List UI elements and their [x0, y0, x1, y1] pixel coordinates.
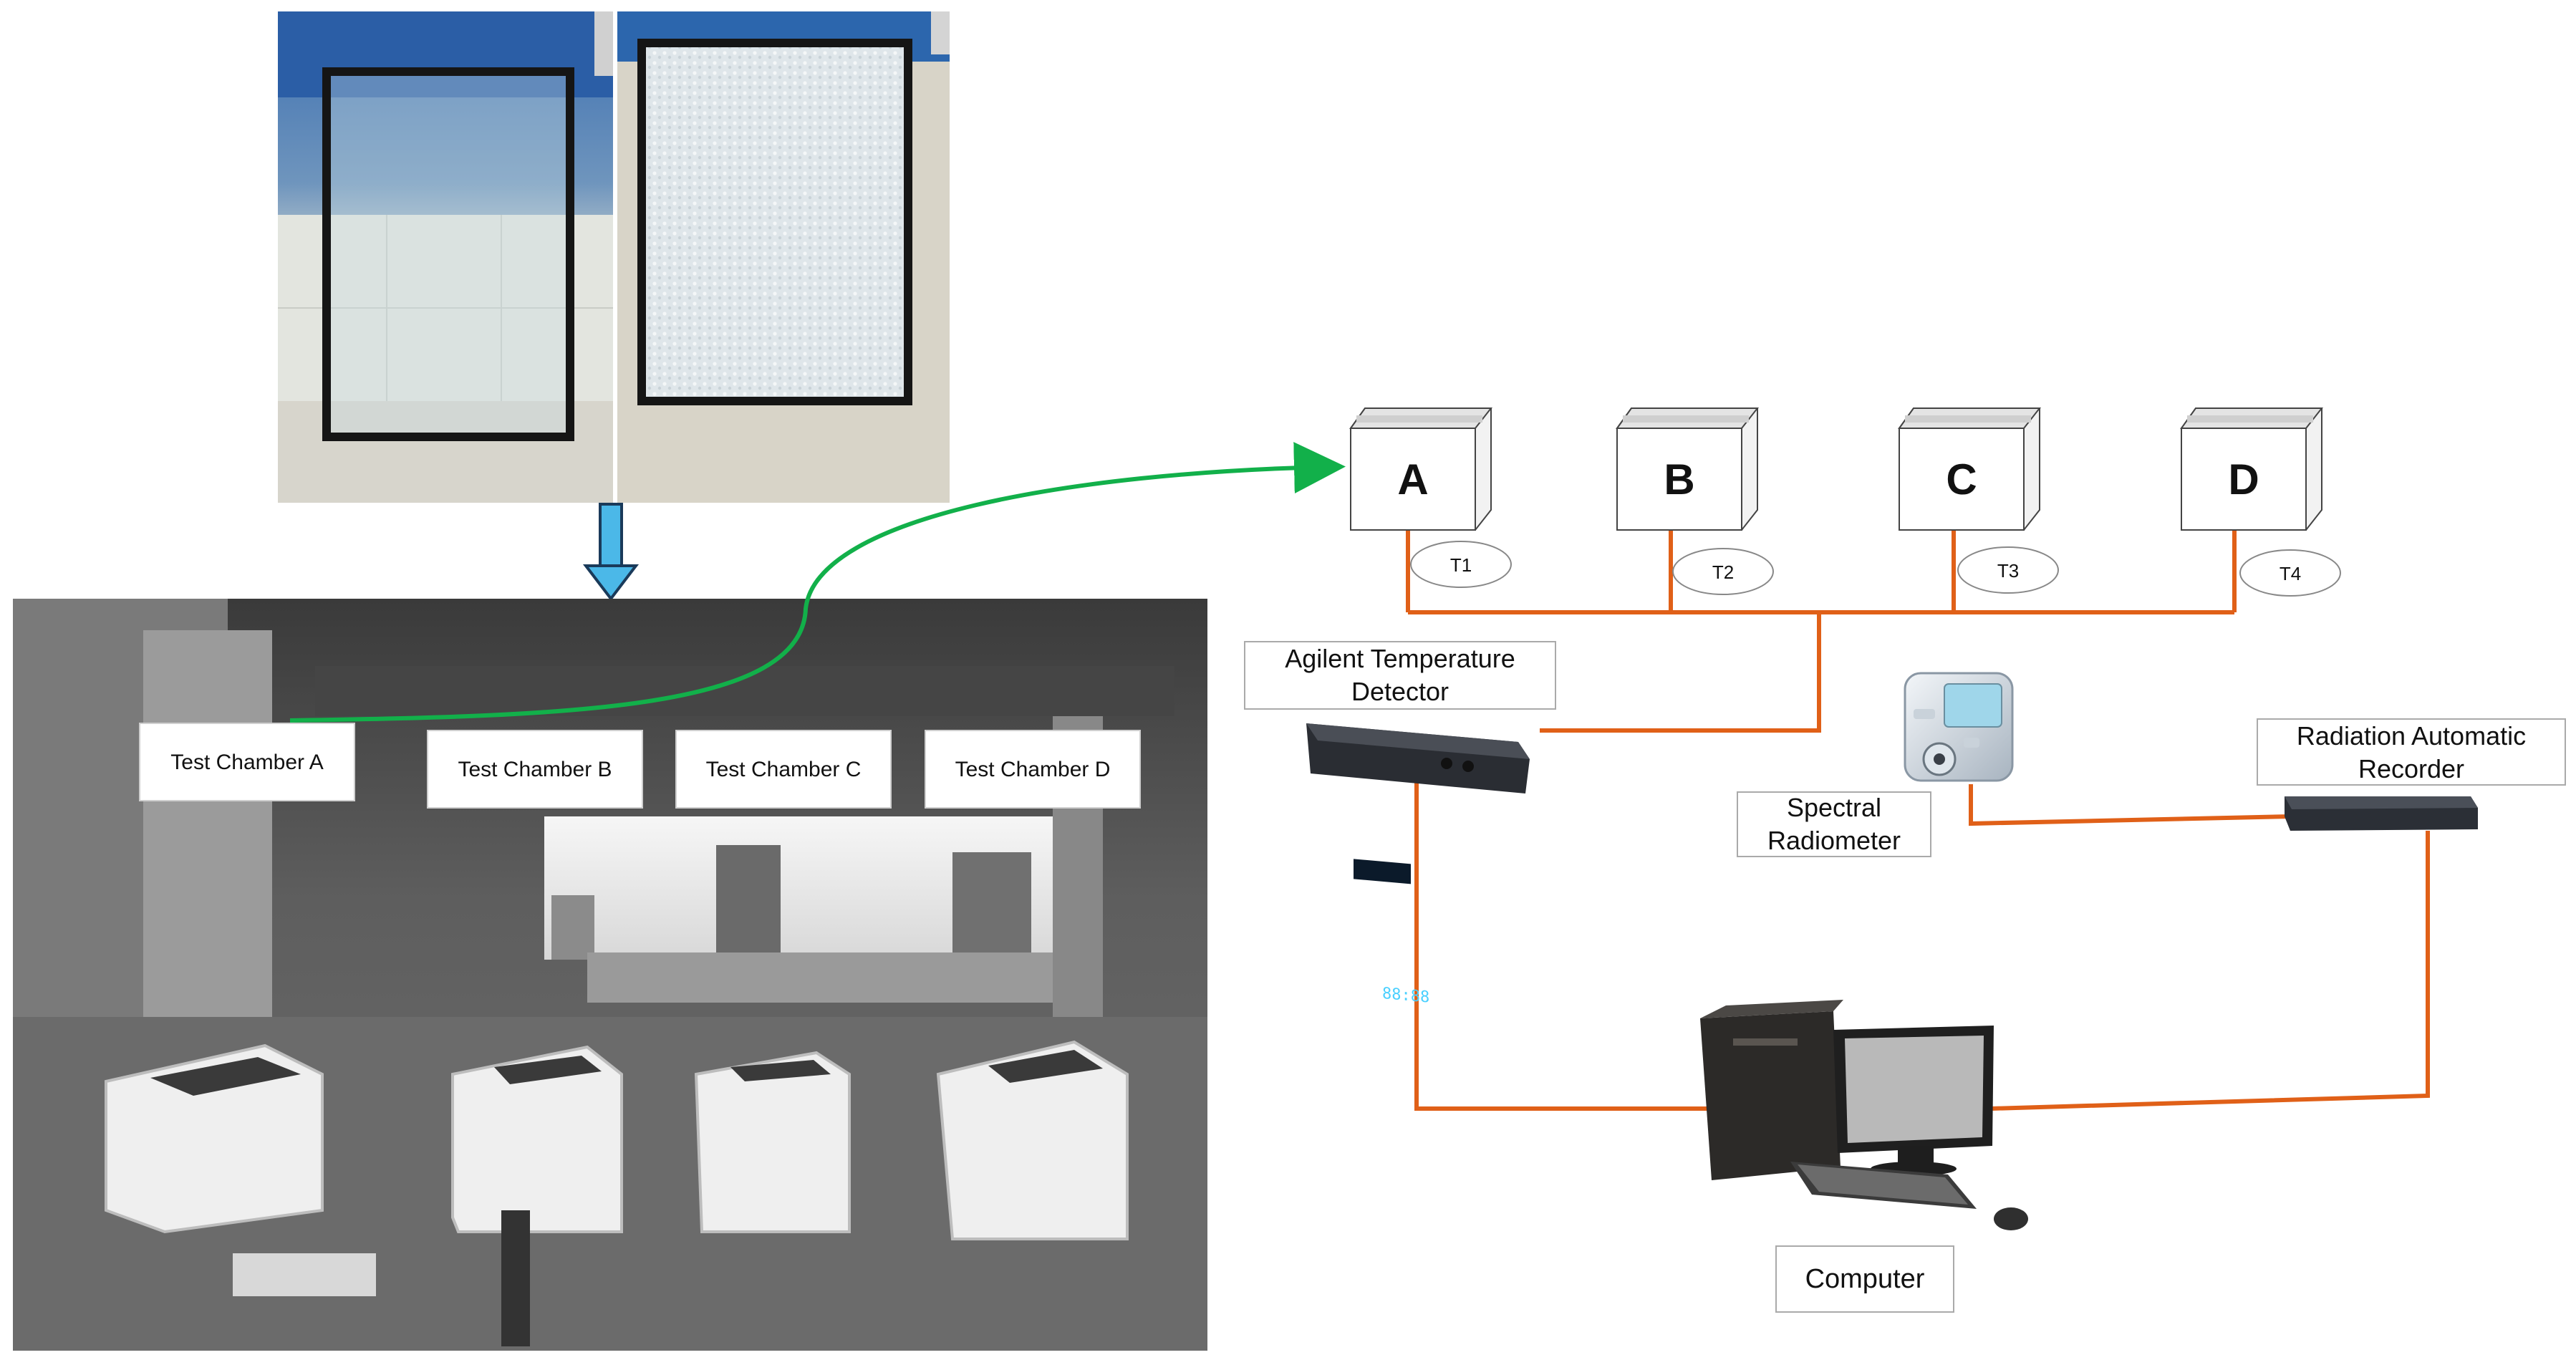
- svg-text:Radiometer: Radiometer: [1767, 826, 1901, 855]
- svg-text:88:88: 88:88: [1382, 985, 1429, 1007]
- test-box-b: B: [1616, 407, 1760, 531]
- svg-text:B: B: [1664, 455, 1694, 503]
- sensor-t2: T2: [1672, 548, 1774, 595]
- svg-text:T4: T4: [2280, 563, 2301, 584]
- thick-down-arrow-icon: [582, 503, 640, 602]
- test-box-c: C: [1898, 407, 2042, 531]
- recorder-box-icon: [2285, 796, 2478, 831]
- chamber-box-photo: [105, 1040, 1129, 1240]
- chamber-label-d: Test Chamber D: [925, 730, 1141, 809]
- svg-text:T3: T3: [1997, 560, 2019, 582]
- svg-text:Radiation Automatic: Radiation Automatic: [2297, 721, 2526, 751]
- wiring: [1406, 529, 2430, 1111]
- test-box-d: D: [2180, 407, 2324, 531]
- curved-arrow-icon: [289, 442, 1346, 723]
- agilent-label: Agilent Temperature Detector: [1244, 641, 1556, 710]
- radiation-label: Radiation Automatic Recorder: [2257, 718, 2566, 786]
- spectral-label: Spectral Radiometer: [1737, 791, 1931, 857]
- svg-text:Recorder: Recorder: [2358, 754, 2464, 783]
- sensor-t1: T1: [1410, 541, 1512, 588]
- glass-photo-clear: [278, 11, 613, 503]
- chamber-label-c: Test Chamber C: [675, 730, 892, 809]
- chamber-label-a: Test Chamber A: [139, 723, 355, 801]
- svg-text:Test Chamber A: Test Chamber A: [170, 751, 323, 774]
- handheld-radiometer-icon: [1904, 672, 2014, 782]
- svg-text:Computer: Computer: [1805, 1264, 1925, 1294]
- svg-text:T1: T1: [1450, 554, 1472, 576]
- sensor-t3: T3: [1957, 546, 2059, 594]
- svg-text:T2: T2: [1712, 561, 1734, 583]
- svg-text:Test Chamber D: Test Chamber D: [955, 758, 1111, 781]
- rooftop-photo: [13, 599, 1207, 1351]
- svg-text:Agilent Temperature: Agilent Temperature: [1285, 644, 1515, 673]
- computer-label: Computer: [1775, 1245, 1954, 1313]
- svg-text:Spectral: Spectral: [1787, 793, 1881, 822]
- svg-text:C: C: [1946, 455, 1977, 503]
- svg-text:Test Chamber B: Test Chamber B: [458, 758, 612, 781]
- svg-text:A: A: [1397, 455, 1428, 503]
- desktop-computer-icon: [1700, 1000, 2028, 1230]
- svg-text:Detector: Detector: [1351, 677, 1449, 706]
- svg-text:Test Chamber C: Test Chamber C: [706, 758, 862, 781]
- temperature-logger-device-icon: 88:88: [1306, 723, 1530, 1007]
- sensor-t4: T4: [2239, 549, 2341, 597]
- chamber-label-b: Test Chamber B: [427, 730, 643, 809]
- svg-text:D: D: [2228, 455, 2259, 503]
- test-box-a: A: [1349, 407, 1493, 531]
- glass-photo-frosted: [617, 11, 950, 503]
